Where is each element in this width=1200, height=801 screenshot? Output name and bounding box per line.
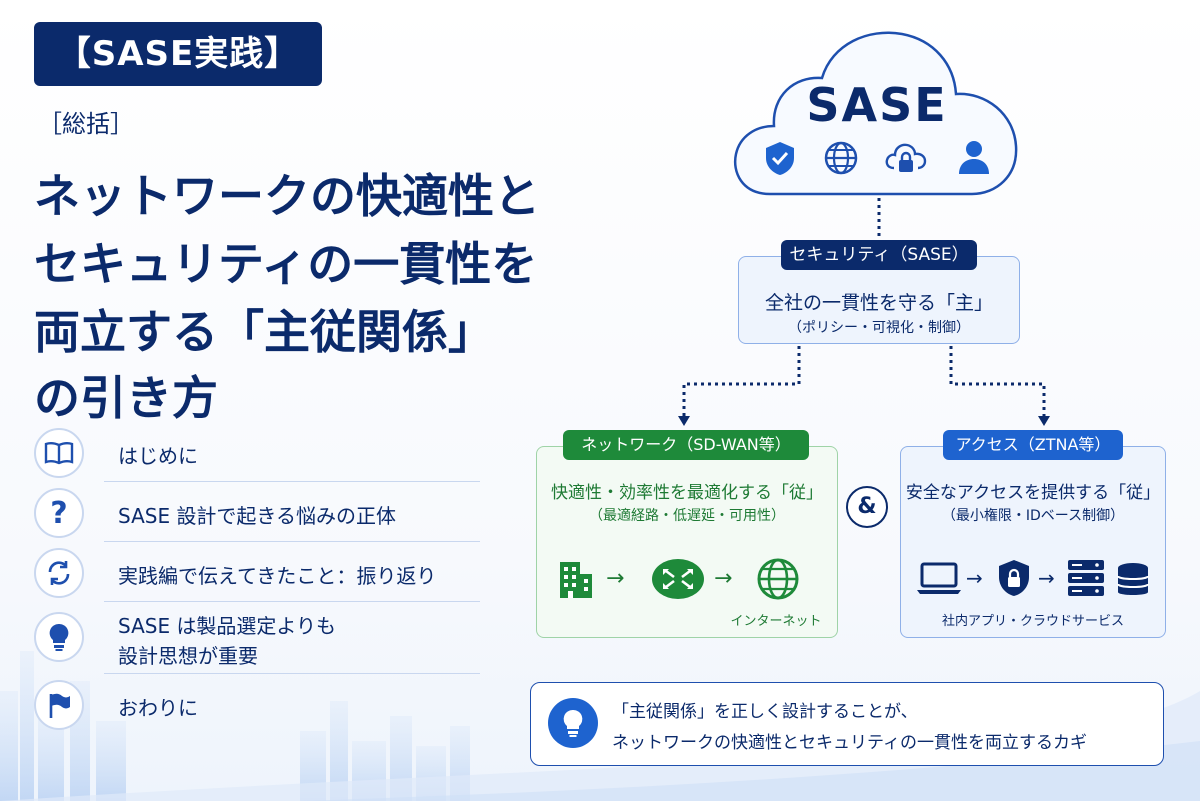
agenda-item-design[interactable]: SASE は製品選定よりも 設計思想が重要 — [34, 602, 480, 674]
database-icon — [1116, 562, 1150, 598]
globe-icon — [823, 140, 859, 176]
arrow-right-icon: → — [714, 566, 733, 591]
agenda-label-line-2: 設計思想が重要 — [118, 644, 258, 668]
page-title-line-3: 両立する「主従関係」 — [34, 305, 494, 359]
question-icon: ? — [34, 488, 84, 538]
agenda-label: SASE 設計で起きる悩みの正体 — [118, 504, 397, 528]
arrow-right-icon: → — [606, 566, 625, 591]
city-skyline-background — [0, 651, 1200, 801]
refresh-icon — [34, 548, 84, 598]
shield-check-icon — [762, 140, 798, 176]
arrow-right-icon: → — [966, 566, 983, 590]
subtitle: ［総括］ — [38, 110, 134, 138]
shield-lock-icon — [996, 558, 1032, 598]
access-box — [900, 446, 1166, 638]
section-tag: 【SASE実践】 — [34, 22, 322, 86]
agenda-item-problem[interactable]: ? SASE 設計で起きる悩みの正体 — [34, 482, 480, 542]
network-sub-text: （最適経路・低遅延・可用性） — [589, 508, 785, 524]
server-icon — [1066, 558, 1106, 598]
cloud-title: SASE — [806, 78, 948, 132]
access-badge: アクセス（ZTNA等） — [943, 430, 1123, 460]
building-icon — [556, 558, 596, 600]
agenda-item-intro[interactable]: はじめに — [34, 422, 480, 482]
security-main-text: 全社の一貫性を守る「主」 — [764, 292, 993, 314]
globe-icon — [756, 557, 800, 601]
divider — [104, 541, 480, 542]
agenda-label: 実践編で伝えてきたこと：振り返り — [118, 564, 437, 588]
and-connector: & — [846, 486, 888, 528]
agenda-item-review[interactable]: 実践編で伝えてきたこと：振り返り — [34, 542, 480, 602]
sase-cloud — [733, 31, 1018, 196]
security-box — [738, 256, 1020, 344]
agenda-label: おわりに — [118, 696, 198, 720]
divider — [104, 673, 480, 674]
agenda-label: はじめに — [118, 444, 198, 468]
key-message-box — [530, 682, 1164, 766]
page-title-line-4: の引き方 — [34, 371, 218, 425]
lightbulb-icon — [34, 612, 84, 662]
agenda-item-closing[interactable]: おわりに — [34, 674, 480, 734]
network-main-text: 快適性・効率性を最適化する「従」 — [551, 483, 823, 503]
security-badge: セキュリティ（SASE） — [781, 240, 977, 270]
router-icon — [650, 557, 706, 601]
security-sub-text: （ポリシー・可視化・制御） — [788, 320, 970, 336]
book-icon — [34, 428, 84, 478]
cloud-lock-icon — [884, 138, 928, 178]
key-message-line-1: 「主従関係」を正しく設計することが、 — [612, 702, 918, 722]
divider — [104, 601, 480, 602]
divider — [104, 481, 480, 482]
user-icon — [956, 138, 992, 176]
internet-label: インターネット — [730, 614, 822, 629]
access-main-text: 安全なアクセスを提供する「従」 — [905, 483, 1161, 503]
agenda-label: SASE は製品選定よりも — [118, 614, 337, 638]
access-sub-text: （最小権限・IDベース制御） — [941, 508, 1125, 524]
network-box — [536, 446, 838, 638]
network-badge: ネットワーク（SD-WAN等） — [563, 430, 809, 460]
key-message-line-2: ネットワークの快適性とセキュリティの一貫性を両立するカギ — [612, 733, 1087, 753]
laptop-icon — [916, 562, 962, 596]
corporate-apps-label: 社内アプリ・クラウドサービス — [941, 614, 1124, 629]
lightbulb-icon — [548, 698, 598, 748]
connector-lines — [678, 198, 1050, 426]
arrow-right-icon: → — [1038, 566, 1055, 590]
flag-icon — [34, 680, 84, 730]
page-title-line-1: ネットワークの快適性と — [34, 169, 540, 223]
page-title-line-2: セキュリティの一貫性を — [34, 237, 538, 291]
